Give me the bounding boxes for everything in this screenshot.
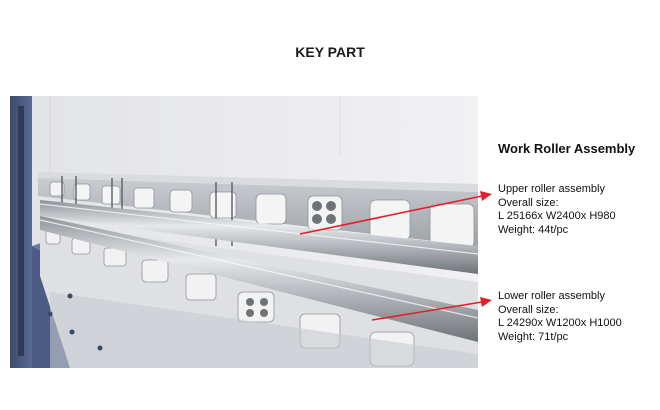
upper-roller-name: Upper roller assembly xyxy=(498,183,605,195)
page-title: KEY PART xyxy=(295,44,365,60)
lower-roller-name: Lower roller assembly xyxy=(498,290,605,302)
upper-roller-size: L 25166x W2400x H980 xyxy=(498,210,616,223)
upper-callout-arrowhead xyxy=(480,191,492,201)
upper-roller-weight: Weight: 44t/pc xyxy=(498,223,569,236)
lower-roller-size: L 24290x W1200x H1000 xyxy=(498,317,622,330)
lower-callout-arrowhead xyxy=(480,297,492,307)
upper-roller-size-label: Overall size: xyxy=(498,196,559,209)
lower-roller-spec: Lower roller assembly Overall size: L 24… xyxy=(498,290,622,344)
lower-roller-size-label: Overall size: xyxy=(498,303,559,316)
roller-assembly-image xyxy=(10,96,478,368)
section-heading: Work Roller Assembly xyxy=(498,141,636,156)
lower-roller-weight: Weight: 71t/pc xyxy=(498,330,569,343)
upper-roller-spec: Upper roller assembly Overall size: L 25… xyxy=(498,183,616,237)
